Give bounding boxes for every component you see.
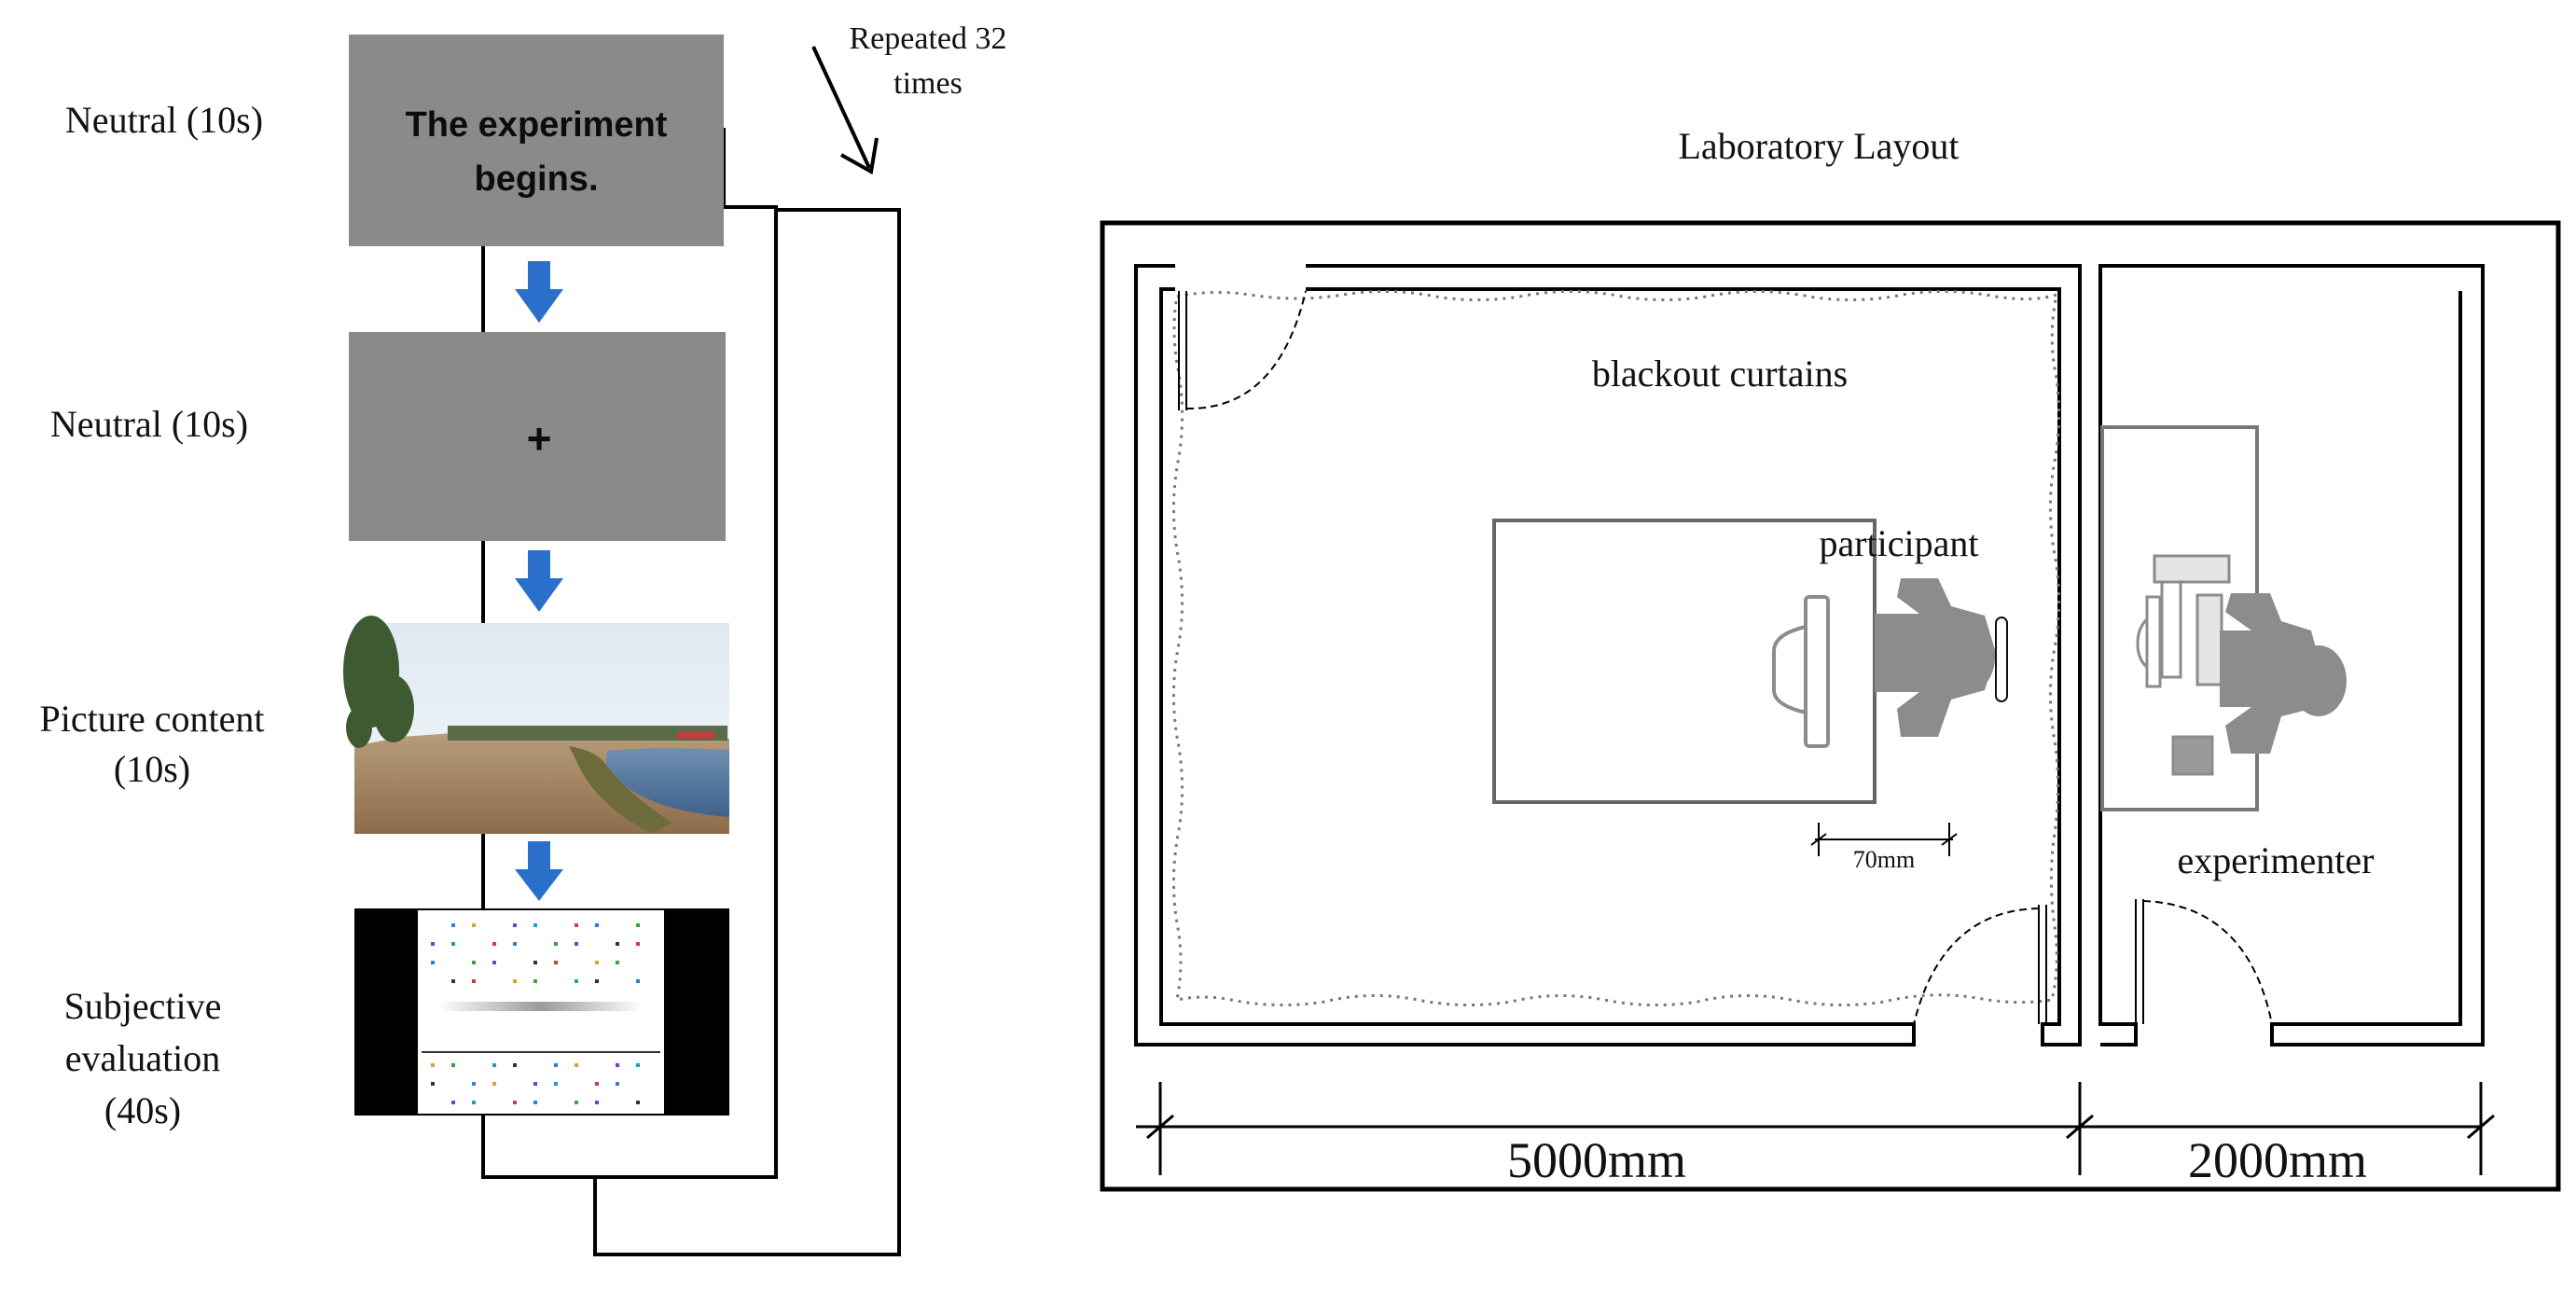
repeat-note-line1: Repeated 32 xyxy=(850,21,1007,56)
questionnaire-dot xyxy=(636,923,640,927)
fixation-cross: + xyxy=(527,414,552,463)
laboratory-layout: Laboratory Layout xyxy=(1100,125,2561,1192)
questionnaire-dot xyxy=(451,979,455,983)
curtains-label: blackout curtains xyxy=(1592,353,1848,395)
door-top-left xyxy=(1178,290,1307,410)
questionnaire-dot xyxy=(533,923,537,927)
participant-person xyxy=(1875,578,2008,737)
questionnaire-dot xyxy=(472,979,476,983)
questionnaire-dot xyxy=(554,961,558,964)
questionnaire-dot xyxy=(595,1082,599,1086)
questionnaire-dot xyxy=(616,961,619,964)
participant-label: participant xyxy=(1819,522,1978,564)
questionnaire-dot xyxy=(533,1101,537,1104)
layout-title: Laboratory Layout xyxy=(1679,125,1960,167)
experiment-flow: The experiment begins. + xyxy=(39,21,1007,1256)
questionnaire-dot xyxy=(575,1063,578,1067)
outer-frame xyxy=(1100,220,2561,1192)
step-4-label-line3: (40s) xyxy=(104,1089,181,1131)
dimension-2000mm: 2000mm xyxy=(2188,1132,2367,1188)
questionnaire-dot xyxy=(554,942,558,946)
questionnaire-dot xyxy=(451,942,455,946)
step-4-label-line2: evaluation xyxy=(65,1037,221,1079)
questionnaire-dot xyxy=(636,1101,640,1104)
questionnaire-dot xyxy=(616,942,619,946)
questionnaire-dot xyxy=(575,942,578,946)
questionnaire-dot xyxy=(431,942,435,946)
repeat-note-line2: times xyxy=(893,66,963,101)
door-bottom-middle xyxy=(1913,905,2047,1025)
questionnaire-dots xyxy=(431,923,640,1104)
questionnaire-dot xyxy=(575,979,578,983)
down-arrow-1 xyxy=(515,261,563,323)
questionnaire-dot xyxy=(554,1082,558,1086)
questionnaire-dot xyxy=(595,923,599,927)
step-2-label: Neutral (10s) xyxy=(50,403,248,445)
questionnaire-dot xyxy=(616,1063,619,1067)
questionnaire-dot xyxy=(472,961,476,964)
questionnaire-dot xyxy=(472,1101,476,1104)
questionnaire-dot xyxy=(492,961,496,964)
screen-1-text-line1: The experiment xyxy=(406,105,668,145)
landscape-picture xyxy=(343,616,729,834)
questionnaire-dot xyxy=(451,1063,455,1067)
dimension-5000mm: 5000mm xyxy=(1507,1132,1686,1188)
questionnaire-dot xyxy=(636,1063,640,1067)
questionnaire-dot xyxy=(431,1082,435,1086)
questionnaire-dot xyxy=(513,923,517,927)
gap-label: 70mm xyxy=(1853,846,1915,873)
questionnaire-dot xyxy=(492,942,496,946)
questionnaire-dot xyxy=(513,1063,517,1067)
experimenter-equipment xyxy=(2136,554,2231,776)
screen-1-text-line2: begins. xyxy=(474,159,598,199)
questionnaire-dot xyxy=(636,979,640,983)
questionnaire-dot xyxy=(554,1063,558,1067)
questionnaire-dot xyxy=(513,942,517,946)
step-4-label-line1: Subjective xyxy=(64,985,222,1027)
questionnaire-dot xyxy=(595,979,599,983)
questionnaire-dot xyxy=(451,923,455,927)
questionnaire-dot xyxy=(451,1101,455,1104)
experimenter-label: experimenter xyxy=(2178,839,2375,881)
questionnaire-dot xyxy=(595,1101,599,1104)
down-arrow-3 xyxy=(515,841,563,901)
questionnaire-dot xyxy=(595,961,599,964)
questionnaire-dot xyxy=(472,923,476,927)
questionnaire-screen xyxy=(354,908,729,1116)
step-1-label: Neutral (10s) xyxy=(65,99,263,141)
questionnaire-dot xyxy=(431,961,435,964)
down-arrow-2 xyxy=(515,550,563,612)
screen-1 xyxy=(349,35,724,246)
questionnaire-dot xyxy=(616,1082,619,1086)
questionnaire-dot xyxy=(513,1101,517,1104)
experimenter-person xyxy=(2220,593,2347,754)
questionnaire-dot xyxy=(513,979,517,983)
door-bottom-right xyxy=(2135,899,2273,1025)
gap-dimension xyxy=(1810,823,1958,856)
questionnaire-dot xyxy=(575,923,578,927)
questionnaire-dot xyxy=(472,1082,476,1086)
flow-arrows xyxy=(515,261,563,901)
questionnaire-dot xyxy=(533,961,537,964)
questionnaire-dot xyxy=(636,942,640,946)
questionnaire-dot xyxy=(533,1082,537,1086)
questionnaire-dot xyxy=(492,1082,496,1086)
dimension-line xyxy=(1136,1082,2495,1175)
step-3-label-line1: Picture content xyxy=(39,698,264,740)
step-3-label-line2: (10s) xyxy=(114,748,190,790)
questionnaire-dot xyxy=(533,979,537,983)
participant-monitor xyxy=(1772,595,1830,748)
questionnaire-dot xyxy=(492,1063,496,1067)
questionnaire-dot xyxy=(431,1063,435,1067)
repeat-arrow xyxy=(811,46,879,175)
questionnaire-dot xyxy=(575,1101,578,1104)
screen-2 xyxy=(349,332,726,541)
outer-loop-line xyxy=(593,208,901,1256)
